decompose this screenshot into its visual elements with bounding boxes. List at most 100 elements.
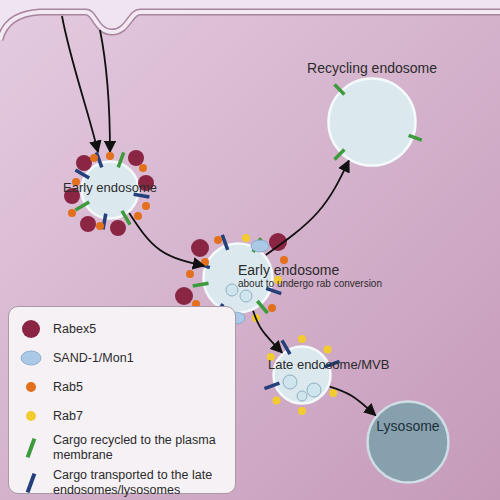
plasma-membrane bbox=[0, 12, 500, 40]
rabex5 bbox=[110, 220, 126, 236]
rab7 bbox=[298, 407, 306, 415]
rab5 bbox=[268, 304, 276, 312]
rabex5 bbox=[76, 155, 92, 171]
rab7 bbox=[252, 314, 260, 322]
legend-item: Rabex5 bbox=[19, 317, 227, 341]
intraluminal-vesicle bbox=[226, 284, 238, 296]
endosome-outline bbox=[272, 345, 332, 405]
rab7 bbox=[273, 397, 281, 405]
node-label: Recycling endosome bbox=[287, 60, 457, 76]
rab5 bbox=[72, 178, 80, 186]
legend-text: Rabex5 bbox=[53, 322, 223, 337]
node-sublabel: about to undergo rab conversion bbox=[238, 278, 438, 290]
plasma-membrane-core bbox=[0, 12, 500, 40]
rab5 bbox=[142, 202, 150, 210]
recycled-cargo bbox=[193, 283, 209, 286]
legend-box: Rabex5SAND-1/Mon1Rab5Rab7Cargo recycled … bbox=[8, 306, 236, 494]
rab5 bbox=[186, 270, 194, 278]
legend-item: Rab5 bbox=[19, 375, 227, 399]
degraded-cargo bbox=[134, 194, 150, 197]
recycled-cargo bbox=[253, 238, 261, 252]
legend-text: SAND-1/Mon1 bbox=[53, 351, 223, 366]
rab5 bbox=[280, 256, 288, 264]
rabex5 bbox=[138, 175, 154, 191]
endosome-node: Early endosomeabout to undergo rab conve… bbox=[202, 242, 274, 314]
recycled-cargo bbox=[335, 85, 345, 95]
recycled-cargo bbox=[122, 211, 130, 225]
intraluminal-vesicle bbox=[240, 290, 252, 302]
degraded-cargo bbox=[75, 170, 89, 178]
recycled-cargo bbox=[118, 152, 124, 167]
rabex5 bbox=[64, 188, 80, 204]
intraluminal-vesicle bbox=[297, 391, 307, 401]
swatch-shape bbox=[26, 411, 36, 421]
intraluminal-vesicle bbox=[307, 383, 321, 397]
legend-swatch bbox=[19, 471, 43, 495]
rabex5 bbox=[80, 216, 96, 232]
legend-swatch bbox=[19, 375, 43, 399]
endosome-node: Lysosome bbox=[366, 400, 450, 484]
rab7 bbox=[329, 389, 337, 397]
transport-arrow bbox=[129, 213, 204, 266]
sand1-mon1 bbox=[251, 240, 269, 252]
endosome-membrane bbox=[329, 79, 416, 166]
node-label: Early endosome bbox=[238, 262, 388, 278]
rabex5 bbox=[269, 233, 287, 251]
legend-item: SAND-1/Mon1 bbox=[19, 346, 227, 370]
transport-arrow bbox=[330, 387, 376, 416]
endosome-node: Late endosome/MVB bbox=[272, 345, 332, 405]
swatch-shape bbox=[26, 382, 36, 392]
degraded-cargo bbox=[96, 152, 102, 167]
transport-arrow bbox=[266, 161, 349, 256]
endosome-outline bbox=[366, 400, 450, 484]
rab5 bbox=[68, 209, 76, 217]
degraded-cargo bbox=[264, 383, 279, 389]
rab5 bbox=[106, 152, 114, 160]
rab5 bbox=[214, 236, 222, 244]
degraded-cargo bbox=[103, 214, 106, 230]
legend-swatch bbox=[19, 436, 43, 460]
extracellular-space bbox=[0, 0, 500, 40]
node-label: Early endosome bbox=[50, 181, 170, 196]
rab5 bbox=[139, 164, 147, 172]
degraded-cargo bbox=[282, 340, 290, 354]
swatch-shape bbox=[26, 473, 37, 493]
degraded-cargo bbox=[266, 288, 281, 293]
recycled-cargo bbox=[75, 202, 89, 210]
recycled-cargo bbox=[335, 150, 345, 160]
legend-text: Cargo recycled to the plasma membrane bbox=[53, 433, 223, 463]
legend-swatch bbox=[19, 404, 43, 428]
endosome-membrane bbox=[368, 402, 449, 483]
rab7 bbox=[274, 276, 282, 284]
legend-text: Rab7 bbox=[53, 409, 223, 424]
rab7 bbox=[242, 234, 250, 242]
legend-text: Cargo transported to the late endosomes/… bbox=[53, 468, 223, 498]
rabex5 bbox=[128, 150, 144, 166]
legend-swatch bbox=[19, 346, 43, 370]
rab7 bbox=[324, 346, 332, 354]
recycled-cargo bbox=[257, 301, 267, 313]
endosome-outline bbox=[327, 77, 417, 167]
rab5 bbox=[201, 258, 209, 266]
rab5 bbox=[96, 222, 104, 230]
endocytosis-arrow bbox=[62, 16, 98, 152]
endosome-node: Recycling endosome bbox=[327, 77, 417, 167]
intraluminal-vesicle bbox=[283, 375, 297, 389]
legend-item: Cargo recycled to the plasma membrane bbox=[19, 433, 227, 463]
swatch-shape bbox=[26, 438, 37, 458]
endocytosis-arrow bbox=[100, 30, 110, 152]
degraded-cargo bbox=[195, 262, 210, 267]
legend-text: Rab5 bbox=[53, 380, 223, 395]
rab7 bbox=[298, 335, 306, 343]
node-label: Lysosome bbox=[353, 418, 463, 434]
legend-item: Cargo transported to the late endosomes/… bbox=[19, 468, 227, 498]
swatch-shape bbox=[22, 320, 40, 338]
swatch-shape bbox=[21, 351, 41, 365]
transport-arrow bbox=[253, 311, 282, 353]
endosome-node: Early endosome bbox=[80, 160, 140, 220]
rab5 bbox=[134, 212, 142, 220]
degraded-cargo bbox=[222, 235, 227, 250]
rab5 bbox=[90, 154, 98, 162]
